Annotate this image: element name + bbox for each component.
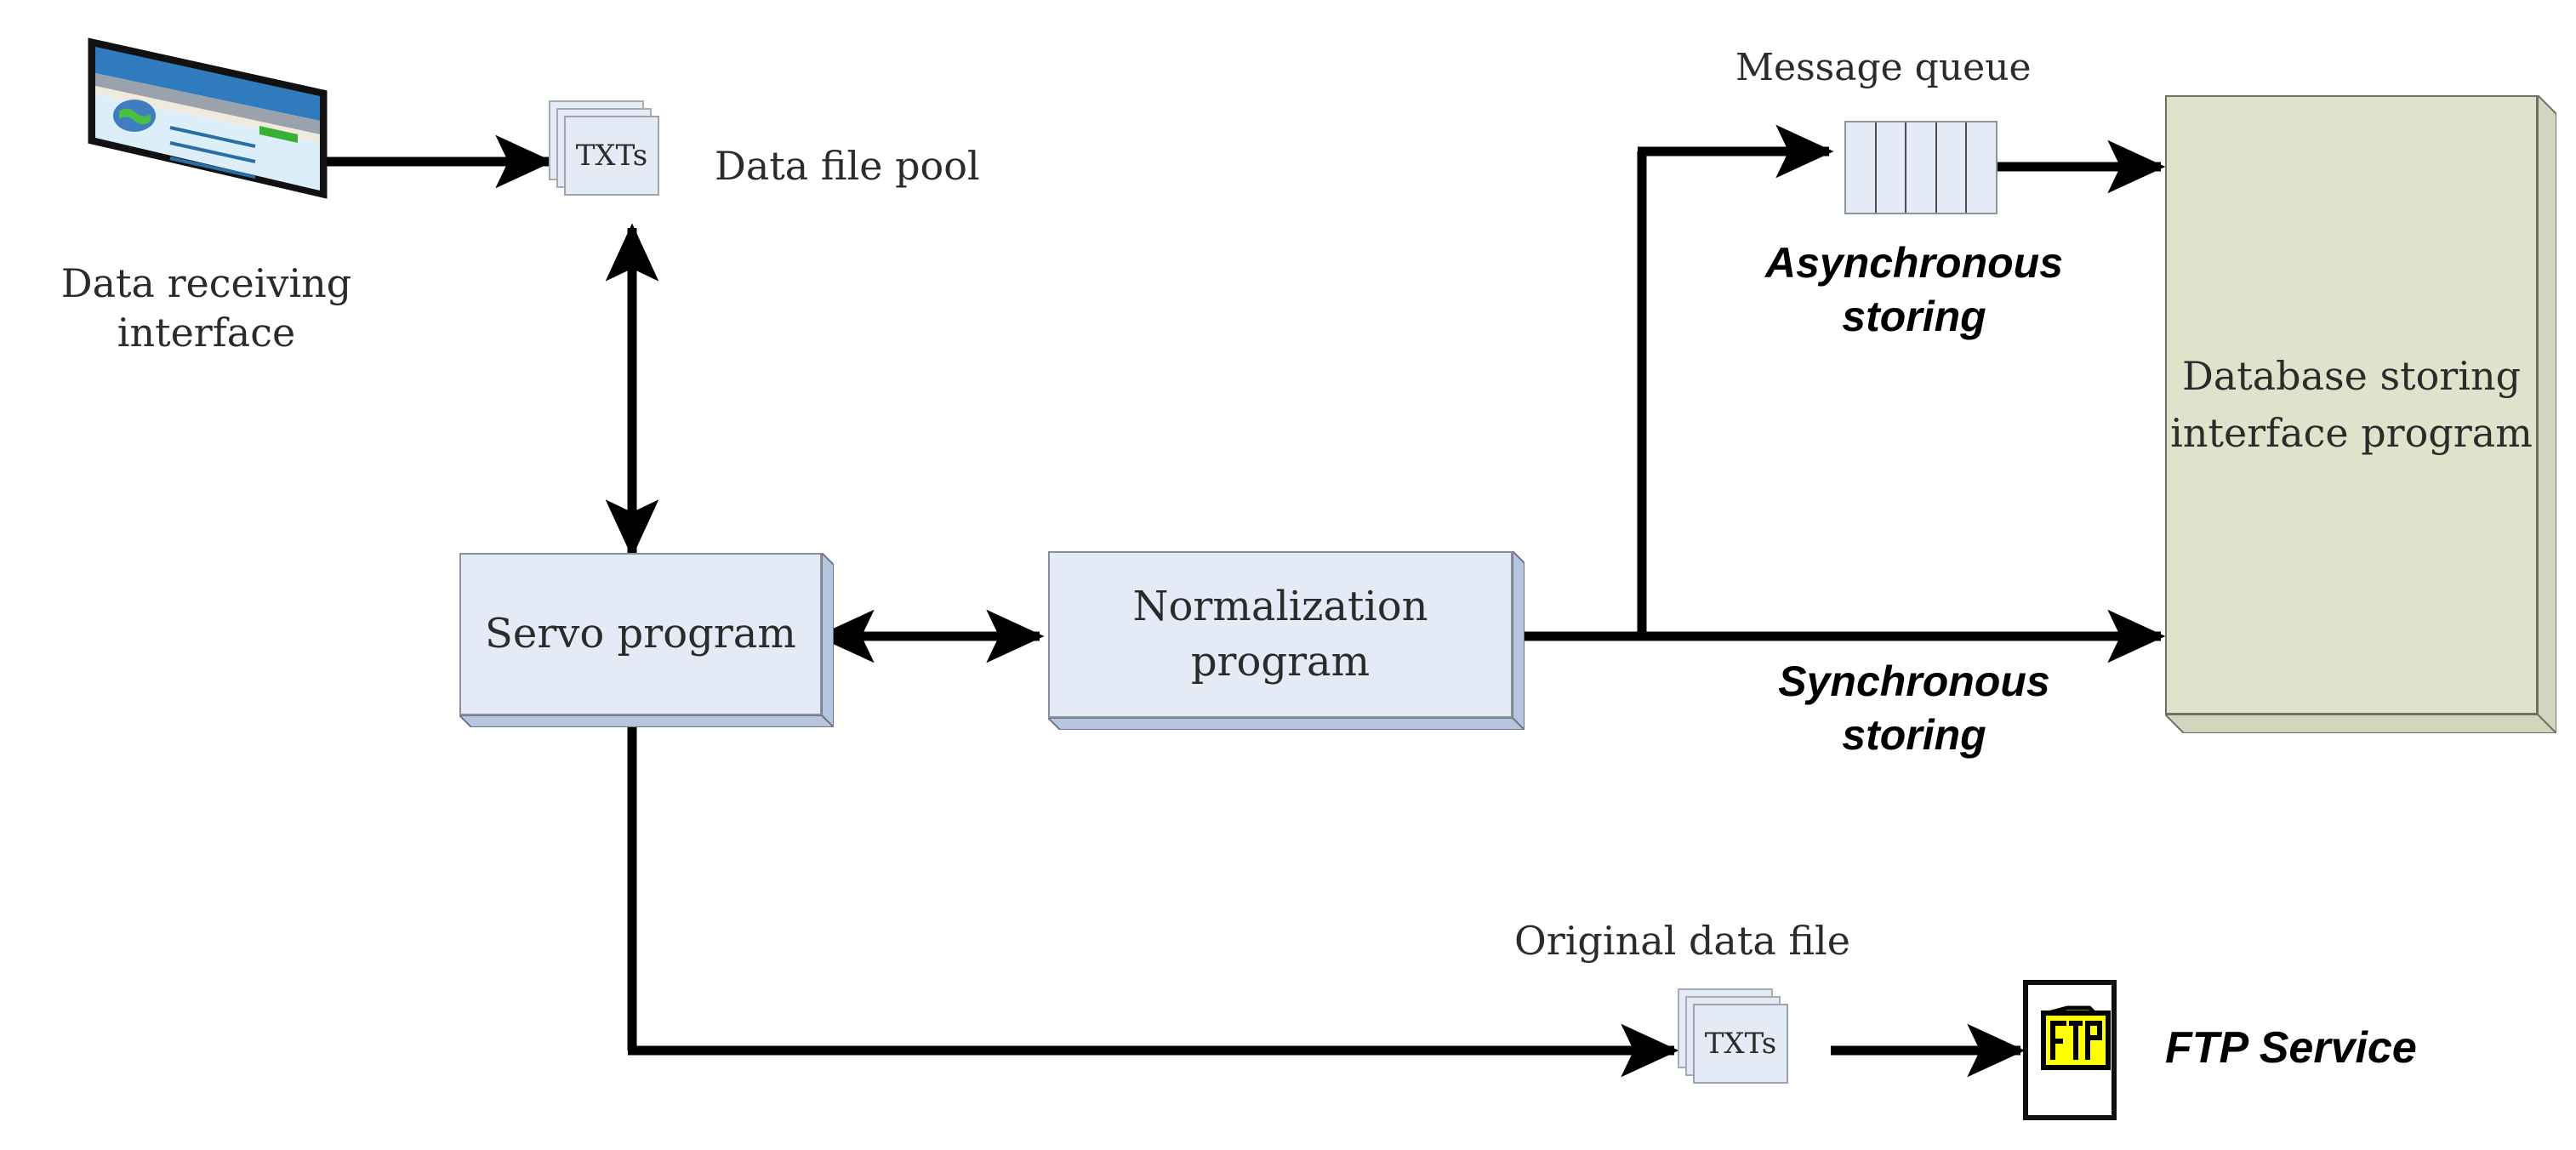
asynchronous-storing-label: Asynchronous storing xyxy=(1764,239,2064,340)
queue-cell-1 xyxy=(1846,122,1877,213)
data-receiving-interface-label: Data receiving interface xyxy=(60,260,352,356)
queue-cell-3 xyxy=(1906,122,1937,213)
ftp-folder-icon[interactable] xyxy=(2023,980,2117,1120)
data-file-pool-stack[interactable]: TXTs xyxy=(549,100,668,204)
servo-program-face: Servo program xyxy=(459,553,822,715)
message-queue-icon[interactable] xyxy=(1844,121,1998,214)
database-storing-interface-box[interactable]: Database storing interface program xyxy=(2165,95,2556,733)
data-file-pool-label: Data file pool xyxy=(715,143,980,189)
txt-sheet-front: TXTs xyxy=(564,116,659,196)
original-data-file-stack[interactable]: TXTs xyxy=(1678,988,1797,1092)
ftp-service-label: FTP Service xyxy=(2165,1023,2417,1073)
servo-program-label: Servo program xyxy=(485,610,796,658)
servo-program-box[interactable]: Servo program xyxy=(459,553,834,727)
data-file-pool-box-label: TXTs xyxy=(575,139,648,173)
queue-cell-4 xyxy=(1937,122,1968,213)
queue-cell-2 xyxy=(1877,122,1907,213)
servo-program-3d-shade xyxy=(459,553,834,727)
normalization-program-label: Normalization program xyxy=(1132,583,1428,686)
original-data-file-box-label: TXTs xyxy=(1704,1027,1777,1061)
txt-sheet-front: TXTs xyxy=(1693,1004,1788,1084)
database-box-3d-shade xyxy=(2165,95,2556,733)
ftp-folder-glyph xyxy=(2041,1005,2111,1070)
message-queue-label: Message queue xyxy=(1735,46,2032,89)
database-storing-interface-label: Database storing interface program xyxy=(2170,353,2533,456)
database-storing-interface-face: Database storing interface program xyxy=(2165,95,2538,714)
queue-cell-5 xyxy=(1967,122,1996,213)
normalization-program-box[interactable]: Normalization program xyxy=(1048,551,1525,730)
synchronous-storing-label: Synchronous storing xyxy=(1778,658,2050,759)
normalization-program-3d-shade xyxy=(1048,551,1525,730)
normalization-program-face: Normalization program xyxy=(1048,551,1513,718)
original-data-file-label: Original data file xyxy=(1514,918,1850,964)
